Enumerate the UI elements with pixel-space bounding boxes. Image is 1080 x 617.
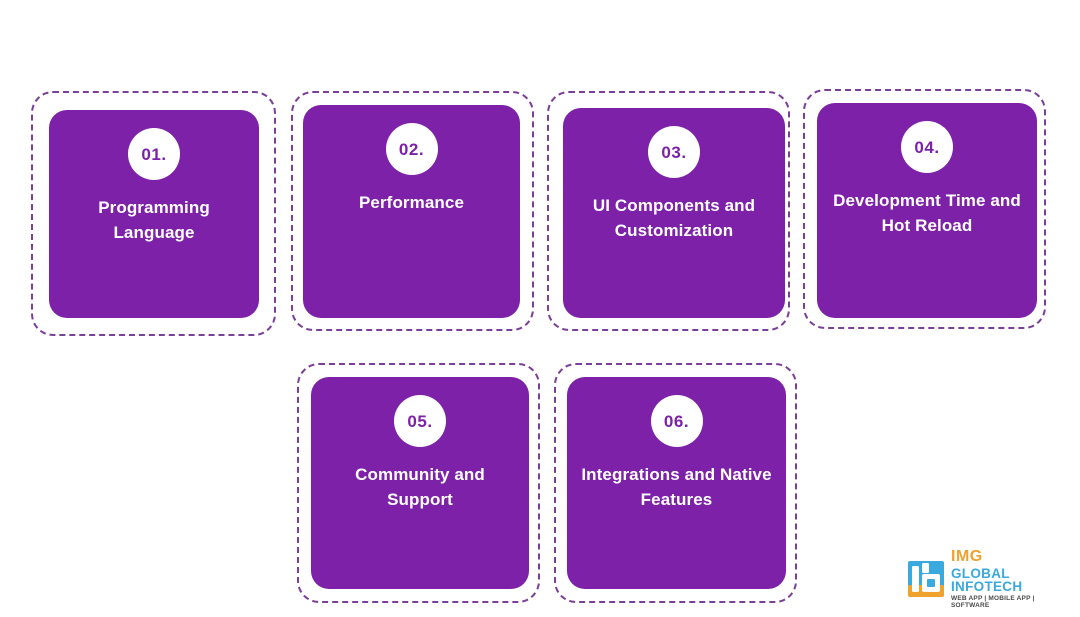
card-frame-01 <box>31 91 276 336</box>
card-03[interactable]: 03. UI Components and Customization <box>563 108 785 318</box>
card-06[interactable]: 06. Integrations and Native Features <box>567 377 786 589</box>
card-title-02: Performance <box>358 193 465 212</box>
brand-full-name: GLOBAL INFOTECH <box>951 565 1023 595</box>
brand-logo[interactable]: IMG GLOBAL INFOTECH WEB APP | MOBILE APP… <box>908 548 1056 609</box>
card-frame-04 <box>803 89 1046 329</box>
card-number-05: 05. <box>407 411 433 431</box>
card-number-03: 03. <box>661 142 687 162</box>
card-title-05: Community and Support <box>355 465 485 509</box>
card-badge-03: 03. <box>648 126 700 178</box>
card-badge-06: 06. <box>650 395 703 447</box>
card-title-04: Development Time and Hot Reload <box>833 191 1021 235</box>
card-badge-04: 04. <box>901 121 953 173</box>
card-badge-05: 05. <box>394 395 446 447</box>
card-number-02: 02. <box>398 139 425 159</box>
card-badge-01: 01. <box>128 128 180 180</box>
card-title-03: UI Components and Customization <box>592 196 756 240</box>
card-title-01: Programming Language <box>98 198 210 242</box>
card-number-06: 06. <box>663 411 690 431</box>
card-number-01: 01. <box>141 144 167 164</box>
card-badge-02: 02. <box>385 123 438 175</box>
card-frame-06 <box>554 363 797 603</box>
brand-tagline: WEB APP | MOBILE APP | SOFTWARE <box>951 595 1035 609</box>
card-number-04: 04. <box>914 137 940 157</box>
card-frame-02 <box>291 91 534 331</box>
card-05[interactable]: 05. Community and Support <box>311 377 529 589</box>
card-title-06: Integrations and Native Features <box>581 465 772 509</box>
card-frame-05 <box>297 363 540 603</box>
brand-logo-text: IMG GLOBAL INFOTECH WEB APP | MOBILE APP… <box>951 547 1056 610</box>
brand-short-name: IMG <box>951 547 983 565</box>
card-02[interactable]: 02. Performance <box>303 105 520 318</box>
card-04[interactable]: 04. Development Time and Hot Reload <box>817 103 1037 318</box>
card-01[interactable]: 01. Programming Language <box>49 110 259 318</box>
card-frame-03 <box>547 91 790 331</box>
img-global-infotech-logo-mark-icon <box>908 561 944 597</box>
